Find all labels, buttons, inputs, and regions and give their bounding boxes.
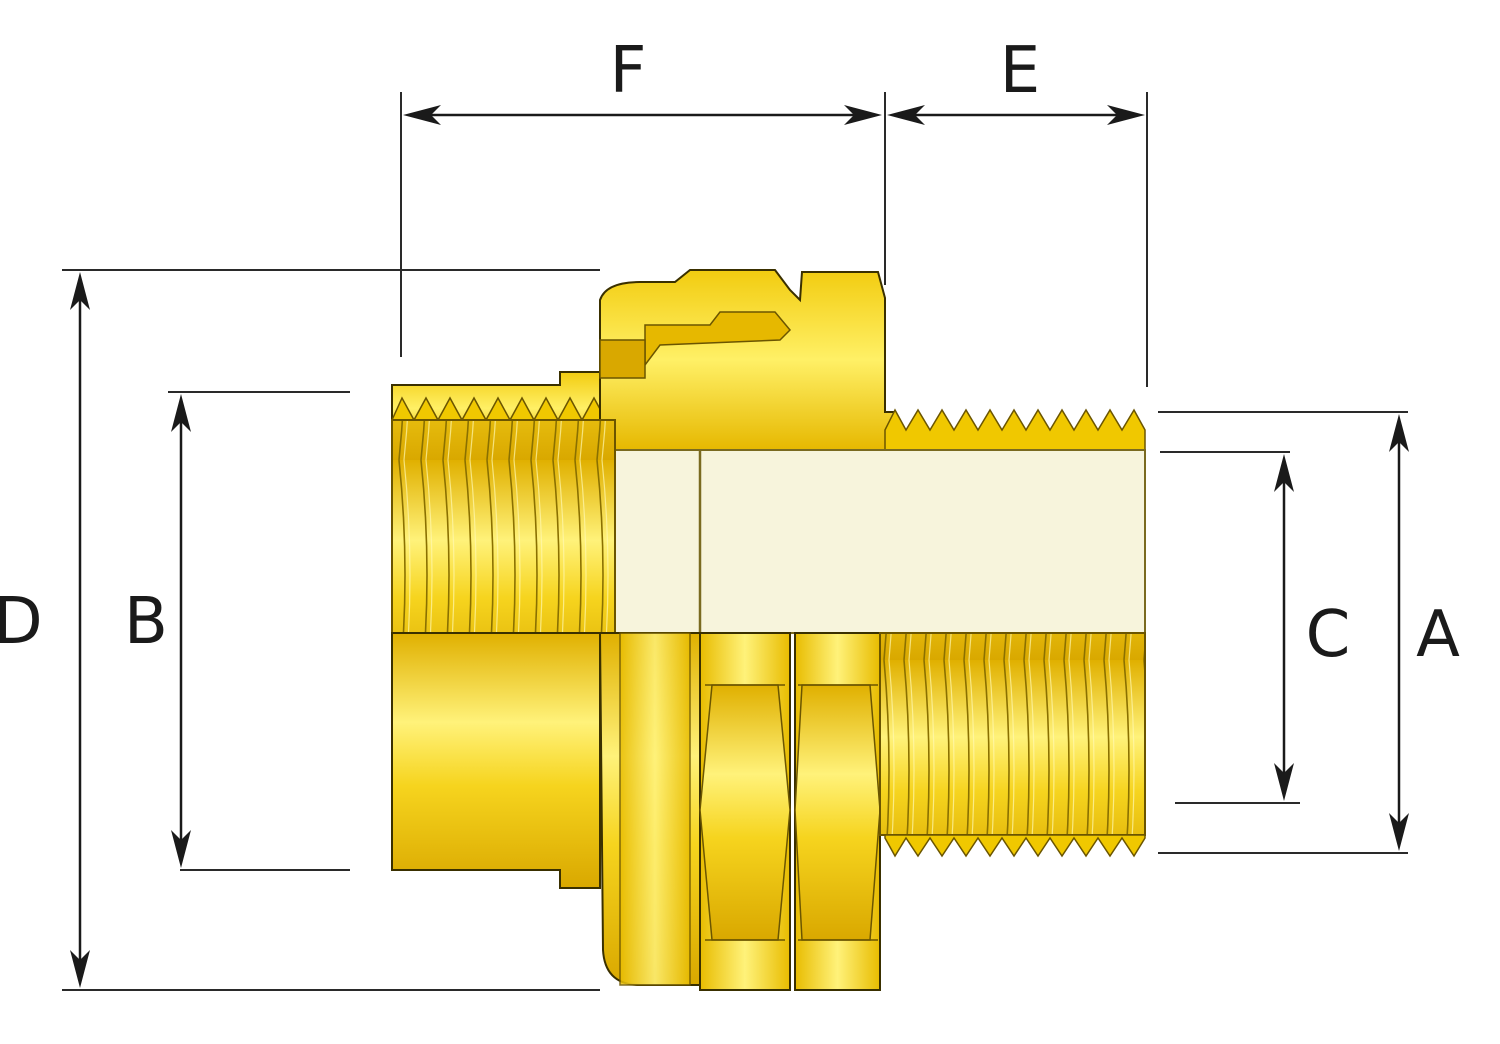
dimension-f [403, 105, 882, 125]
label-a: A [1416, 598, 1460, 672]
left-internal-thread [391, 419, 616, 634]
label-b: B [124, 585, 168, 659]
coupling-nut-band [619, 632, 691, 986]
upper-coupling-step [599, 339, 646, 379]
upper-coupling-notch [644, 311, 792, 368]
dimension-b [171, 394, 191, 868]
dimension-c [1274, 454, 1294, 801]
hex-nut-2-face [794, 684, 881, 941]
label-e: E [1000, 34, 1040, 108]
left-body-lower [391, 632, 601, 889]
dimension-d [70, 272, 90, 988]
right-external-thread [879, 632, 1146, 836]
dimension-a [1389, 414, 1409, 851]
right-thread-crest-upper [884, 408, 1146, 451]
extension-lines [62, 92, 1408, 991]
label-f: F [610, 34, 647, 108]
bore-insert [614, 449, 1146, 634]
right-thread-teeth-lower [884, 834, 1146, 858]
fitting-body [391, 269, 1146, 991]
label-d: D [0, 585, 43, 659]
dimension-e [887, 105, 1145, 125]
hex-nut-1-face [699, 684, 791, 941]
upper-coupling-top [599, 269, 896, 451]
label-c: C [1306, 598, 1351, 672]
